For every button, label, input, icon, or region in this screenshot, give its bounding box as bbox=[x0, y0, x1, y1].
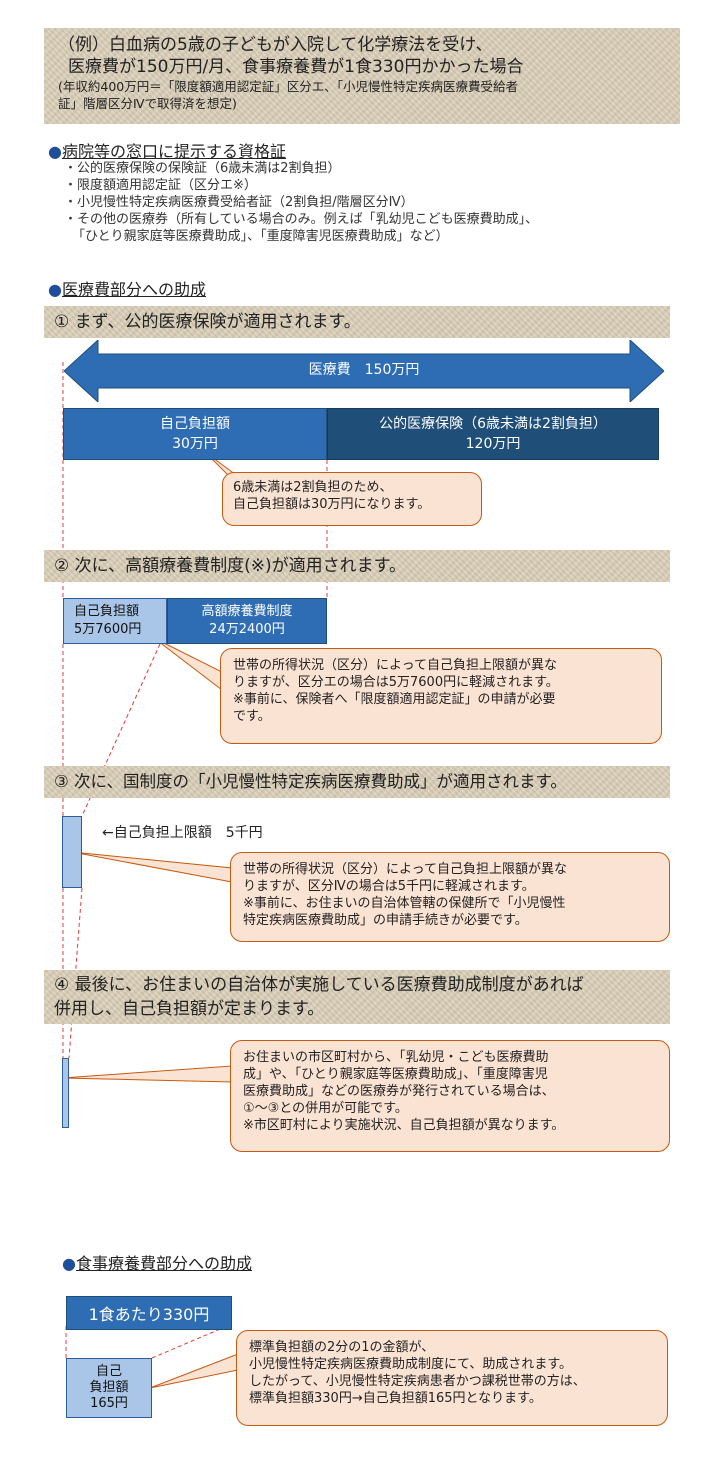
meal-cost-bar: 1食あたり330円 bbox=[66, 1296, 232, 1330]
public-insurance-value: 120万円 bbox=[465, 436, 521, 452]
medical-cost-arrow-label: 医療費 150万円 bbox=[308, 362, 420, 378]
list-item: ・限度額適用認定証（区分エ※） bbox=[64, 178, 257, 193]
step3-self-pay-bar bbox=[62, 816, 82, 888]
step4-self-pay-bar bbox=[62, 1058, 69, 1128]
section-medical-title: ●医療費部分への助成 bbox=[48, 280, 206, 299]
step3-callout: 世帯の所得状況（区分）によって自己負担上限額が異な りますが、区分Ⅳの場合は5千… bbox=[230, 852, 670, 942]
self-pay-value: 30万円 bbox=[172, 436, 218, 452]
list-item: 「ひとり親家庭等医療費助成」、「重度障害児医療費助成」など） bbox=[72, 229, 449, 244]
step3-banner: ③ 次に、国制度の「小児慢性特定疾病医療費助成」が適用されます。 bbox=[44, 766, 670, 798]
section-credentials-title: ●病院等の窓口に提示する資格証 bbox=[48, 142, 286, 161]
public-insurance-label: 公的医療保険（6歳未満は2割負担） bbox=[379, 416, 607, 432]
step2-self-pay-bar: 自己負担額 5万7600円 bbox=[63, 598, 167, 644]
meal-callout: 標準負担額の2分の1の金額が、 小児慢性特定疾病医療費助成制度にて、助成されます… bbox=[236, 1330, 668, 1426]
step1-banner: ① まず、公的医療保険が適用されます。 bbox=[44, 306, 670, 338]
meal-self-pay-value: 165円 bbox=[90, 1396, 128, 1411]
bullet-icon: ● bbox=[48, 142, 62, 161]
step4-banner: ④ 最後に、お住まいの自治体が実施している医療費助成制度があれば 併用し、自己負… bbox=[44, 970, 670, 1024]
kogaku-bar: 高額療養費制度 24万2400円 bbox=[167, 598, 327, 644]
self-pay-bar: 自己負担額 30万円 bbox=[63, 408, 327, 460]
credentials-list: ・公的医療保険の保険証（6歳未満は2割負担） ・限度額適用認定証（区分エ※） ・… bbox=[64, 160, 704, 245]
public-insurance-bar: 公的医療保険（6歳未満は2割負担） 120万円 bbox=[327, 408, 659, 460]
list-item: ・その他の医療券（所有している場合のみ。例えば「乳幼児こども医療費助成」、 bbox=[64, 212, 539, 227]
step3-limit-label: ←自己負担上限額 5千円 bbox=[102, 825, 263, 841]
step2-callout: 世帯の所得状況（区分）によって自己負担上限額が異な りますが、区分エの場合は5万… bbox=[220, 648, 662, 744]
meal-self-pay-bar: 自己 負担額 165円 bbox=[66, 1358, 152, 1418]
bullet-icon: ● bbox=[48, 280, 62, 299]
kogaku-value: 24万2400円 bbox=[209, 622, 285, 637]
header-box: （例）白血病の5歳の子どもが入院して化学療法を受け、 医療費が150万円/月、食… bbox=[44, 28, 680, 124]
section-meal-title: ●食事療養費部分への助成 bbox=[62, 1254, 252, 1273]
meal-self-pay-line2: 負担額 bbox=[89, 1380, 129, 1395]
step2-self-pay-label: 自己負担額 bbox=[74, 604, 140, 619]
step4-title-line2: 併用し、自己負担額が定まります。 bbox=[54, 999, 325, 1019]
bullet-icon: ● bbox=[62, 1254, 76, 1273]
step2-banner: ② 次に、高額療養費制度(※)が適用されます。 bbox=[44, 550, 670, 582]
medical-cost-arrow bbox=[64, 340, 664, 402]
list-item: ・公的医療保険の保険証（6歳未満は2割負担） bbox=[64, 161, 341, 176]
kogaku-label: 高額療養費制度 bbox=[201, 604, 293, 619]
meal-self-pay-line1: 自己 bbox=[95, 1364, 122, 1379]
list-item: ・小児慢性特定疾病医療費受給者証（2割負担/階層区分Ⅳ） bbox=[64, 195, 414, 210]
header-line1: （例）白血病の5歳の子どもが入院して化学療法を受け、 bbox=[58, 35, 493, 55]
header-line4: 証」階層区分Ⅳで取得済を想定) bbox=[58, 96, 237, 111]
step2-self-pay-value: 5万7600円 bbox=[74, 622, 142, 637]
header-line2: 医療費が150万円/月、食事療養費が1食330円かかった場合 bbox=[68, 57, 524, 77]
self-pay-label: 自己負担額 bbox=[160, 416, 230, 432]
step4-title-line1: ④ 最後に、お住まいの自治体が実施している医療費助成制度があれば bbox=[54, 975, 584, 995]
header-line3: (年収約400万円＝「限度額適用認定証」区分エ、「小児慢性特定疾病医療費受給者 bbox=[58, 79, 518, 94]
step1-callout: 6歳未満は2割負担のため、 自己負担額は30万円になります。 bbox=[222, 472, 482, 526]
step4-callout: お住まいの市区町村から、「乳幼児・こども医療費助 成」や、「ひとり親家庭等医療費… bbox=[230, 1040, 670, 1152]
